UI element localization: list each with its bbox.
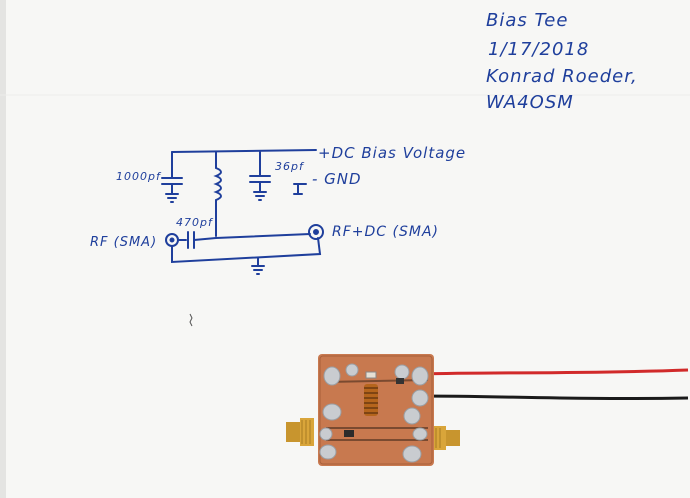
cap-36-ground-symbol [253,181,267,201]
gnd-terminal-symbol [293,183,307,195]
author-text: Konrad Roeder, [486,66,638,87]
board-photo [286,354,689,466]
cap-1000-ground-symbol [165,183,179,203]
date-text: 1/17/2018 [488,39,589,60]
solder-pads [319,363,429,463]
top-rail-wire [171,149,317,153]
right-sma-connector [432,426,460,450]
rf-out-connector-pin [313,229,319,235]
ground-return-wire [171,237,322,264]
label-rf-in: RF (SMA) [90,235,157,250]
label-cap-1000: 1000pf [116,170,162,183]
paper-left-edge [0,0,6,498]
smd-capacitor-bypass [396,378,404,384]
rf-out-connector-symbol [308,224,324,240]
black-ground-wire [419,394,689,401]
inductor-coil [213,167,222,213]
rf-in-connector-pin [169,237,175,243]
label-dc-bias: +DC Bias Voltage [318,144,466,162]
pcb-edge [319,355,433,465]
callsign-text: WA4OSM [486,92,574,113]
label-cap-470: 470pf [176,216,214,229]
inductor-coil-photo [364,384,378,416]
label-cap-36: 36pf [275,160,305,173]
left-sma-connector [286,418,314,446]
red-power-wire [419,368,689,376]
isolation-cut-top [325,379,429,383]
title-text: Bias Tee [486,10,568,31]
schematic-labels: 1000pf 36pf 470pf +DC Bias Voltage - GND… [90,144,466,250]
smd-capacitor-series [344,430,354,437]
schematic [161,149,324,275]
label-rf-out: RF+DC (SMA) [332,224,439,240]
label-gnd: - GND [312,170,362,188]
rf-main-line [193,233,311,241]
smd-capacitor-top [365,371,377,379]
stray-pen-mark [189,313,193,327]
header-notes: Bias Tee 1/17/2018 Konrad Roeder, WA4OSM [486,10,638,113]
bottom-ground-symbol [251,257,265,275]
